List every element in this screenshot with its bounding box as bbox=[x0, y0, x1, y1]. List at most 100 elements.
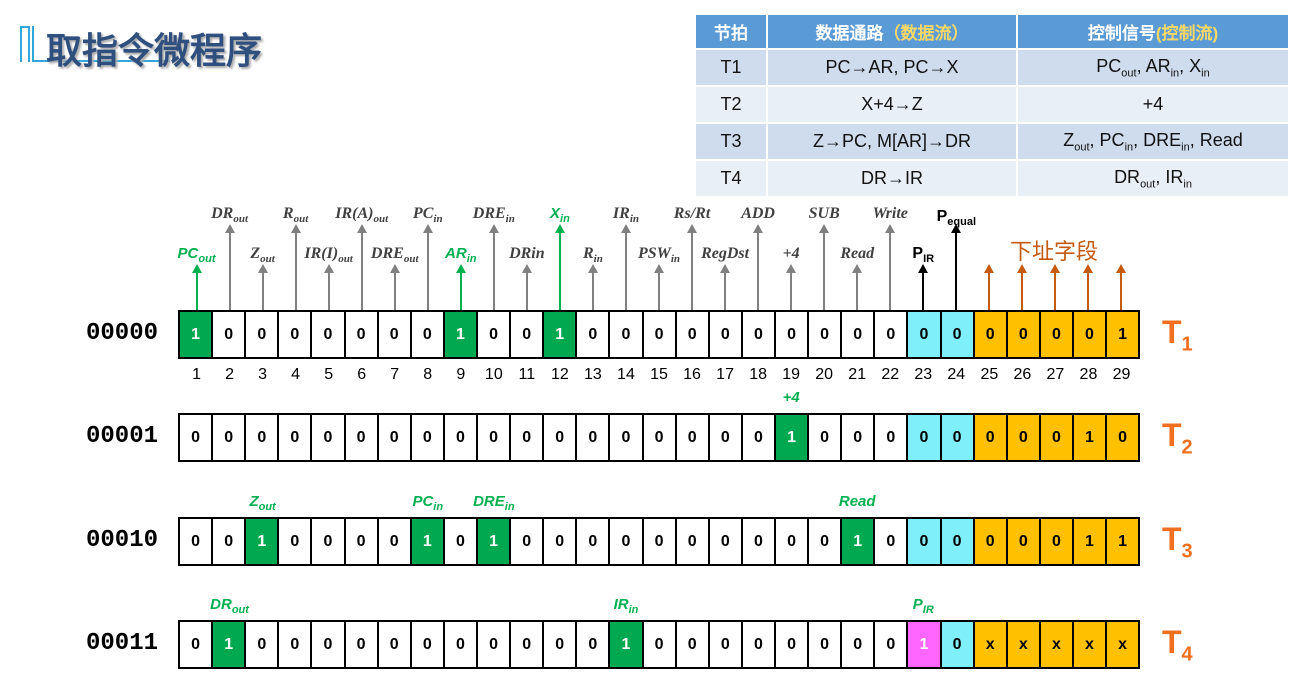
bit-cell: 0 bbox=[213, 415, 247, 460]
active-signal-label: Zout bbox=[249, 493, 276, 513]
signal-arrow bbox=[852, 264, 863, 310]
bit-cell: 0 bbox=[643, 415, 677, 460]
bit-cell: 0 bbox=[775, 622, 810, 667]
bit-cell: 0 bbox=[742, 415, 776, 460]
bit-cell: x bbox=[1107, 622, 1139, 667]
control-cell: +4 bbox=[1016, 85, 1290, 124]
bit-index: 25 bbox=[980, 366, 999, 383]
beat-label: T4 bbox=[1162, 624, 1193, 666]
bit-index: 4 bbox=[291, 366, 301, 383]
control-cell: PCout, ARin, Xin bbox=[1016, 48, 1290, 87]
signal-label: PCin bbox=[412, 205, 443, 226]
microaddress: 00000 bbox=[86, 320, 159, 347]
bit-cell: 0 bbox=[477, 415, 512, 460]
signal-arrow bbox=[786, 264, 797, 310]
signal-label: DRout bbox=[211, 205, 249, 226]
bit-index: 18 bbox=[749, 366, 767, 383]
signal-label: Zout bbox=[250, 245, 275, 266]
active-signal-label: PCin bbox=[412, 493, 444, 513]
bit-index: 22 bbox=[881, 366, 900, 383]
bit-cell: 0 bbox=[544, 519, 578, 564]
bit-cell: x bbox=[1073, 622, 1108, 667]
bit-cell: 0 bbox=[180, 415, 214, 460]
bit-index: 20 bbox=[815, 366, 834, 383]
bit-cell: 0 bbox=[643, 519, 677, 564]
bit-cell: 0 bbox=[511, 622, 545, 667]
bit-cell: 0 bbox=[643, 622, 677, 667]
bit-cell: 0 bbox=[477, 312, 512, 357]
bit-cell: 1 bbox=[213, 622, 247, 667]
bit-cell: 0 bbox=[279, 622, 313, 667]
active-signal-label: DREin bbox=[473, 493, 515, 513]
next-address-arrow bbox=[984, 264, 995, 310]
bit-cell: 1 bbox=[842, 519, 876, 564]
bit-cell: 0 bbox=[345, 519, 379, 564]
bit-cell: 0 bbox=[908, 415, 942, 460]
active-signal-label: IRin bbox=[613, 596, 639, 616]
bit-index: 10 bbox=[484, 366, 503, 383]
signal-arrow bbox=[224, 224, 235, 310]
signal-arrow bbox=[753, 224, 764, 310]
signal-arrow bbox=[620, 224, 631, 310]
bit-index: 12 bbox=[550, 366, 569, 383]
bit-cell: 0 bbox=[312, 312, 346, 357]
bit-cell: x bbox=[1007, 622, 1041, 667]
signal-label: DREin bbox=[472, 205, 515, 226]
signal-label: Rout bbox=[282, 205, 309, 226]
signal-label: SUB bbox=[808, 205, 840, 222]
bit-cell: 0 bbox=[213, 312, 247, 357]
bit-cell: 1 bbox=[1107, 519, 1139, 564]
bit-cell: 0 bbox=[246, 622, 280, 667]
bit-cell: 0 bbox=[180, 622, 214, 667]
bit-cell: 1 bbox=[477, 519, 512, 564]
signal-arrow bbox=[422, 224, 433, 310]
bit-cell: x bbox=[974, 622, 1008, 667]
bit-index: 17 bbox=[716, 366, 734, 383]
bit-cell: 0 bbox=[1007, 519, 1041, 564]
bit-cell: 0 bbox=[378, 622, 412, 667]
next-address-arrow bbox=[1050, 264, 1061, 310]
beat-cell: T2 bbox=[694, 85, 768, 124]
bit-cell: 0 bbox=[279, 312, 313, 357]
bit-cell: 0 bbox=[511, 415, 545, 460]
bit-cell: 1 bbox=[775, 415, 810, 460]
bit-cell: 0 bbox=[809, 312, 843, 357]
active-signal-label: Read bbox=[838, 493, 876, 510]
bit-cell: 0 bbox=[544, 622, 578, 667]
signal-label: Xin bbox=[549, 205, 570, 225]
bit-cell: 0 bbox=[610, 312, 644, 357]
bit-index: 11 bbox=[518, 366, 536, 383]
signal-arrow bbox=[323, 264, 334, 310]
next-address-arrow bbox=[1017, 264, 1028, 310]
bit-index: 24 bbox=[947, 366, 966, 383]
signal-label: IR(I)out bbox=[304, 245, 353, 266]
bit-cell: 0 bbox=[842, 312, 876, 357]
bit-cell: 0 bbox=[279, 519, 313, 564]
bit-index: 28 bbox=[1079, 366, 1098, 383]
signal-label: PSWin bbox=[637, 245, 681, 266]
bit-index: 14 bbox=[617, 366, 635, 383]
beat-label: T1 bbox=[1162, 314, 1193, 356]
bit-cell: 0 bbox=[809, 415, 843, 460]
bit-cell: x bbox=[1040, 622, 1074, 667]
bit-index: 27 bbox=[1046, 366, 1065, 383]
signal-arrow bbox=[687, 224, 698, 310]
signal-arrow bbox=[191, 264, 202, 310]
bit-cell: 0 bbox=[444, 519, 478, 564]
signal-arrow bbox=[720, 264, 731, 310]
microaddress: 00001 bbox=[86, 423, 159, 450]
bit-cell: 0 bbox=[809, 519, 843, 564]
bit-index: 6 bbox=[357, 366, 367, 383]
bit-cell: 0 bbox=[1040, 519, 1074, 564]
bit-cell: 1 bbox=[1107, 312, 1139, 357]
bit-cell: 0 bbox=[974, 415, 1008, 460]
bit-cell: 0 bbox=[709, 519, 743, 564]
bit-cell: 0 bbox=[842, 415, 876, 460]
bit-cell: 0 bbox=[676, 519, 710, 564]
bit-cell: 0 bbox=[742, 519, 776, 564]
bit-cell: 0 bbox=[709, 622, 743, 667]
header-beat: 节拍 bbox=[694, 13, 768, 50]
